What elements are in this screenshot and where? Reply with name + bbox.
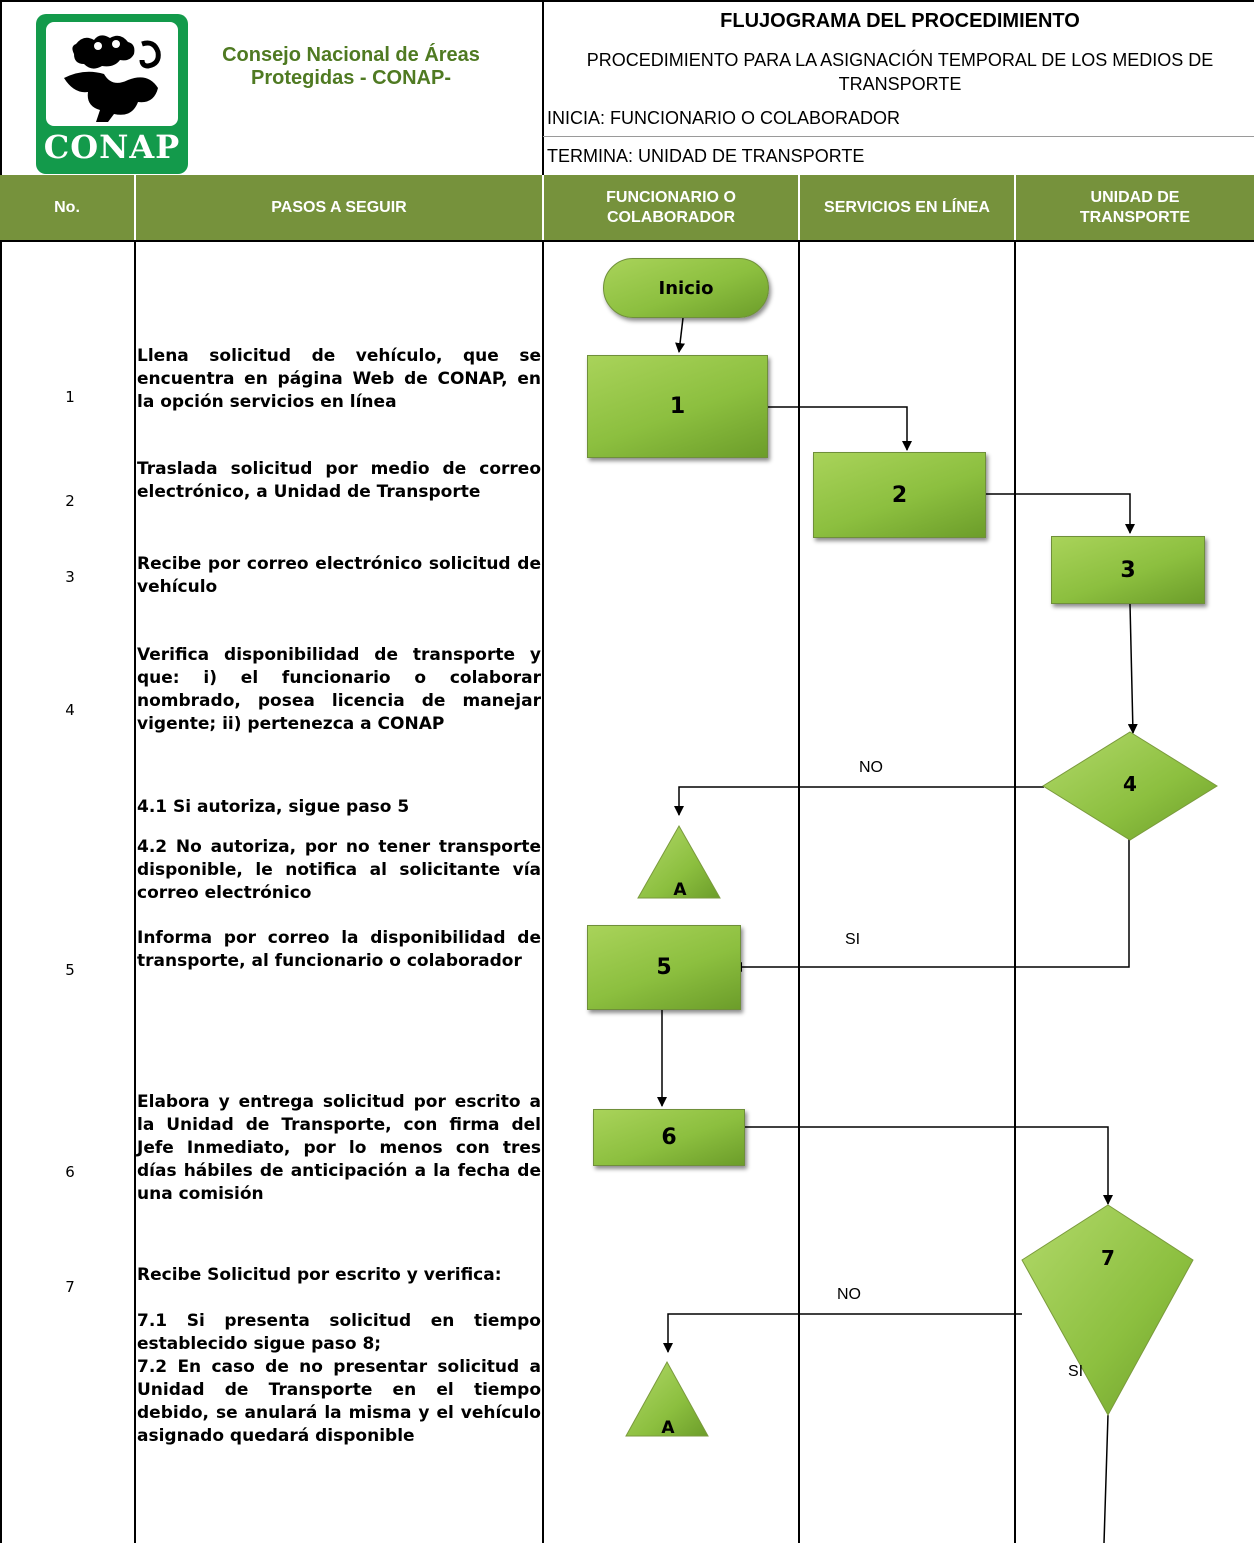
flow-label-no: NO bbox=[859, 759, 883, 776]
left-border bbox=[0, 0, 2, 1543]
header-sep bbox=[134, 175, 136, 240]
flow-label-si: SI bbox=[1068, 1363, 1084, 1380]
step-description: Recibe por correo electrónico solicitud … bbox=[137, 554, 541, 597]
step-number: 6 bbox=[65, 1163, 75, 1181]
step-description: Verifica disponibilidad de transporte y … bbox=[137, 645, 541, 734]
header-rule bbox=[543, 136, 1254, 137]
conap-logo: CONAP bbox=[36, 14, 188, 174]
step-substep: 7.2 En caso de no presentar solicitud a … bbox=[137, 1357, 541, 1446]
step-number: 5 bbox=[65, 961, 75, 979]
process-box-5: 5 bbox=[587, 925, 741, 1010]
step-description: Elabora y entrega solicitud por escrito … bbox=[137, 1092, 541, 1204]
flow-label-no: NO bbox=[837, 1286, 861, 1303]
step-substep: 4.1 Si autoriza, sigue paso 5 bbox=[137, 797, 410, 817]
step-description: Recibe Solicitud por escrito y verifica: bbox=[137, 1265, 502, 1285]
column-header-funcionario: FUNCIONARIO O COLABORADOR bbox=[606, 188, 736, 226]
header-sep bbox=[798, 175, 800, 240]
connector-triangle-a bbox=[625, 1360, 709, 1437]
top-border bbox=[0, 0, 1254, 2]
ends-with: TERMINA: UNIDAD DE TRANSPORTE bbox=[547, 146, 865, 166]
connector-label-a: A bbox=[673, 880, 687, 900]
process-box-6: 6 bbox=[593, 1109, 745, 1166]
step-substep: 4.2 No autoriza, por no tener transporte… bbox=[137, 837, 541, 903]
column-line-servicios bbox=[798, 240, 800, 1543]
column-header-servicios: SERVICIOS EN LÍNEA bbox=[824, 198, 990, 216]
starts-with: INICIA: FUNCIONARIO O COLABORADOR bbox=[547, 108, 901, 128]
step-description: Informa por correo la disponibilidad de … bbox=[137, 928, 541, 971]
step-number: 7 bbox=[65, 1278, 75, 1296]
step-number: 1 bbox=[65, 388, 75, 406]
step-description: Llena solicitud de vehículo, que se encu… bbox=[137, 346, 541, 412]
column-line-unidad bbox=[1014, 240, 1016, 1543]
step-substep: 7.1 Si presenta solicitud en tiempo esta… bbox=[137, 1311, 541, 1354]
decision-label-7: 7 bbox=[1101, 1246, 1115, 1270]
header-bottom-border bbox=[0, 240, 1254, 242]
column-header-steps: PASOS A SEGUIR bbox=[271, 198, 407, 216]
decision-label-4: 4 bbox=[1123, 772, 1137, 796]
process-box-3: 3 bbox=[1051, 536, 1205, 604]
jaguar-emblem-icon bbox=[46, 22, 178, 126]
logo-wordmark: CONAP bbox=[43, 128, 181, 166]
flow-label-si: SI bbox=[845, 931, 861, 948]
header-divider bbox=[542, 0, 544, 175]
decision-diamond-7 bbox=[1021, 1204, 1194, 1417]
process-box-1: 1 bbox=[587, 355, 768, 458]
step-number: 4 bbox=[65, 701, 75, 719]
column-header-no: No. bbox=[54, 198, 80, 216]
column-header-band bbox=[0, 175, 1254, 240]
step-number: 3 bbox=[65, 568, 75, 586]
step-number: 2 bbox=[65, 492, 75, 510]
step-description: Traslada solicitud por medio de correo e… bbox=[137, 459, 541, 502]
start-terminal: Inicio bbox=[603, 258, 769, 318]
connector-label-a: A bbox=[661, 1418, 675, 1438]
column-header-unidad: UNIDAD DE TRANSPORTE bbox=[1079, 188, 1191, 226]
column-line-funcionario bbox=[542, 240, 544, 1543]
organization-name: Consejo Nacional de Áreas Protegidas - C… bbox=[222, 44, 480, 89]
connector-triangle-a bbox=[637, 824, 721, 899]
process-box-2: 2 bbox=[813, 452, 986, 538]
column-line-steps bbox=[134, 240, 136, 1543]
flowchart-title: FLUJOGRAMA DEL PROCEDIMIENTO bbox=[720, 10, 1080, 32]
header-sep bbox=[542, 175, 544, 240]
decision-diamond-4 bbox=[1042, 731, 1218, 841]
header-sep bbox=[1014, 175, 1016, 240]
procedure-name: PROCEDIMIENTO PARA LA ASIGNACIÓN TEMPORA… bbox=[586, 50, 1214, 94]
